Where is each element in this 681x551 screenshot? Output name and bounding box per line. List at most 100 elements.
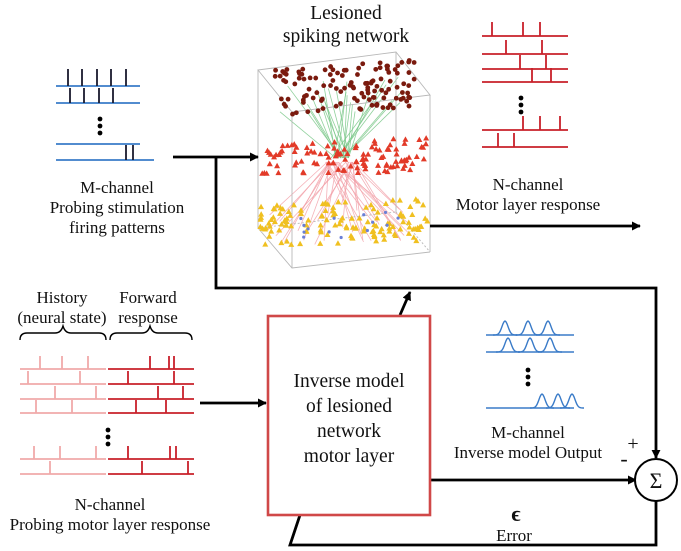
neuron-mid <box>416 136 423 143</box>
neuron-bottom <box>418 223 425 229</box>
neuron-top <box>394 84 400 90</box>
neuron-bottom <box>405 219 412 225</box>
neuron-top <box>405 90 411 96</box>
neuron-top <box>348 80 354 85</box>
neuron-bottom <box>389 197 396 203</box>
neuron-top <box>366 97 372 103</box>
neuron-top <box>290 111 295 117</box>
neuron-top <box>341 67 347 73</box>
inv-gaussian <box>536 320 560 336</box>
neuron-bottom <box>409 211 416 218</box>
neuron-bottom <box>374 209 381 215</box>
stim-label-line1: M-channel <box>80 178 154 197</box>
neuron-bottom <box>324 231 331 237</box>
neuron-top <box>383 90 389 96</box>
neuron-mid <box>354 164 361 171</box>
sum-plus-sign: + <box>627 433 638 455</box>
network-link <box>343 90 403 159</box>
stim-dots-icon <box>97 116 103 136</box>
neuron-bottom <box>317 240 324 246</box>
network-title-line1: Lesioned <box>310 3 382 24</box>
probe-dots-icon <box>105 427 111 447</box>
neuron-bottom <box>265 220 272 226</box>
neuron-bottom <box>380 231 387 238</box>
inverse-label-line1: Inverse model <box>293 371 405 392</box>
neuron-bottom <box>334 240 341 246</box>
probe-spike-trains <box>20 356 194 475</box>
neuron-mid <box>266 160 273 167</box>
neuron-top <box>406 94 412 100</box>
neuron-top <box>320 106 326 111</box>
neuron-bottom <box>415 226 422 232</box>
neuron-bottom <box>290 202 297 208</box>
neuron-bottom-blue <box>306 227 310 231</box>
neuron-mid <box>314 160 321 167</box>
neuron-bottom <box>288 223 295 229</box>
neuron-top <box>322 67 328 73</box>
neuron-top <box>354 98 360 104</box>
neuron-bottom <box>273 202 280 208</box>
neuron-top <box>372 88 378 94</box>
neuron-bottom <box>407 203 414 210</box>
neuron-bottom <box>382 200 389 207</box>
neuron-bottom <box>410 234 417 240</box>
neuron-top <box>277 73 283 79</box>
neuron-mid <box>380 153 387 159</box>
neuron-bottom <box>343 223 350 229</box>
neuron-bottom <box>397 226 404 232</box>
inv-gaussian <box>560 393 584 409</box>
stim-label-line2: Probing stimulation <box>50 198 185 217</box>
neuron-bottom <box>268 216 275 223</box>
sum-junction <box>634 458 678 502</box>
stim-label-line3: firing patterns <box>69 218 165 237</box>
neuron-bottom <box>322 207 329 213</box>
inverse-output-traces <box>486 320 584 409</box>
neuron-mid <box>325 160 332 166</box>
neuron-top <box>386 86 392 92</box>
neuron-top <box>398 96 404 102</box>
neuron-mid <box>334 148 341 154</box>
neuron-bottom <box>283 238 290 244</box>
neuron-mid <box>331 139 338 145</box>
neuron-bottom-blue <box>385 223 389 227</box>
neuron-mid <box>422 140 429 147</box>
neuron-mid <box>409 160 416 167</box>
neuron-bottom <box>350 224 357 230</box>
inverse-label-line3: network <box>317 421 381 442</box>
neuron-top <box>370 94 376 100</box>
neuron-mid <box>401 157 408 163</box>
neuron-top <box>400 90 405 95</box>
neuron-top <box>384 66 390 72</box>
neuron-bottom <box>318 213 325 219</box>
neuron-top <box>278 96 284 102</box>
neuron-bottom <box>373 238 380 244</box>
neuron-mid <box>304 150 311 156</box>
network-link <box>342 100 393 159</box>
neuron-mid <box>373 146 380 152</box>
neuron-top <box>315 108 321 114</box>
neuron-top <box>406 59 412 65</box>
inverse-label-line4: motor layer <box>304 446 395 467</box>
neuron-top <box>305 109 311 115</box>
neuron-top <box>338 101 343 106</box>
neuron-top <box>390 105 396 111</box>
neuron-bottom <box>386 228 393 234</box>
neuron-mid <box>375 162 382 168</box>
history-brace-icon <box>19 323 107 341</box>
neuron-mid <box>300 169 307 176</box>
neuron-bottom <box>392 232 399 238</box>
sum-symbol: Σ <box>650 468 663 493</box>
neuron-mid <box>274 162 281 169</box>
neuron-top <box>361 94 367 100</box>
neuron-top <box>330 78 336 83</box>
neuron-bottom <box>377 228 384 235</box>
neuron-top <box>380 105 386 110</box>
network-link <box>297 161 330 231</box>
neuron-mid <box>342 156 349 162</box>
neuron-bottom <box>279 206 286 212</box>
neuron-mid <box>309 140 316 146</box>
neuron-top <box>333 86 339 91</box>
neuron-bottom <box>389 223 396 230</box>
neuron-bottom-blue <box>396 216 400 220</box>
neuron-bottom <box>335 198 342 205</box>
